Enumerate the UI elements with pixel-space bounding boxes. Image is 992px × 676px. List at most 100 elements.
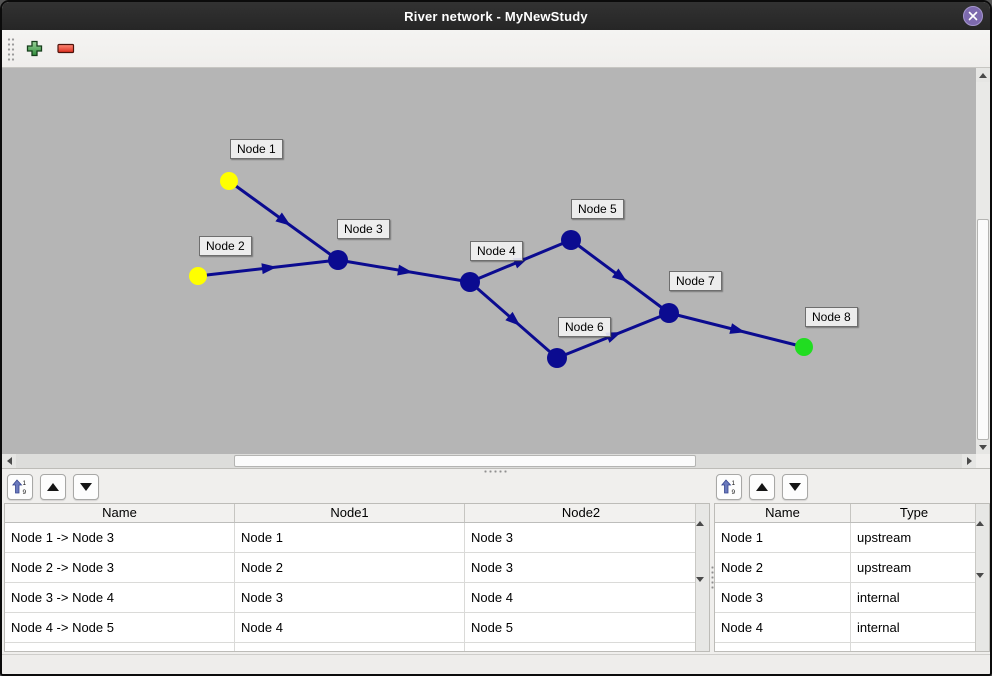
scroll-down-arrow[interactable] bbox=[976, 440, 990, 454]
add-node-button[interactable] bbox=[21, 36, 47, 62]
down-triangle-icon bbox=[80, 483, 92, 491]
reaches-move-down-button[interactable] bbox=[73, 474, 99, 500]
table-cell[interactable]: internal bbox=[851, 613, 977, 643]
column-header-node1[interactable]: Node1 bbox=[235, 504, 465, 522]
vscroll-thumb[interactable] bbox=[977, 219, 989, 440]
nodes-table-header: Name Type bbox=[715, 504, 977, 523]
close-button[interactable] bbox=[963, 6, 983, 26]
table-cell[interactable] bbox=[5, 643, 235, 651]
up-triangle-icon bbox=[47, 483, 59, 491]
scroll-right-arrow[interactable] bbox=[962, 454, 976, 468]
river-node[interactable] bbox=[547, 348, 567, 368]
table-cell[interactable]: upstream bbox=[851, 553, 977, 583]
river-network-svg bbox=[189, 172, 813, 368]
node-label: Node 3 bbox=[337, 219, 390, 239]
river-node[interactable] bbox=[561, 230, 581, 250]
table-cell[interactable]: Node 1 bbox=[235, 523, 465, 553]
river-node[interactable] bbox=[659, 303, 679, 323]
column-header-node2[interactable]: Node2 bbox=[561, 505, 601, 520]
reaches-table-header: Name Node1 Node2 bbox=[5, 504, 697, 523]
window-title: River network - MyNewStudy bbox=[404, 8, 588, 24]
node-label: Node 5 bbox=[571, 199, 624, 219]
edge-arrow-icon bbox=[397, 264, 413, 276]
table-cell[interactable] bbox=[465, 643, 697, 651]
node-label: Node 8 bbox=[805, 307, 858, 327]
sort-ascending-icon: 1 9 bbox=[12, 479, 27, 495]
reaches-sort-button[interactable]: 1 9 bbox=[7, 474, 33, 500]
reaches-move-up-button[interactable] bbox=[40, 474, 66, 500]
scroll-left-arrow[interactable] bbox=[2, 454, 16, 468]
nodes-table-scrollbar[interactable] bbox=[975, 504, 989, 651]
river-node[interactable] bbox=[220, 172, 238, 190]
table-cell[interactable]: internal bbox=[851, 583, 977, 613]
table-cell[interactable]: Node 2 -> Node 3 bbox=[5, 553, 235, 583]
table-cell[interactable]: Node 2 bbox=[235, 553, 465, 583]
scroll-up-arrow[interactable] bbox=[976, 504, 989, 526]
reaches-table-scrollbar[interactable] bbox=[695, 504, 709, 651]
column-header-name[interactable]: Name bbox=[715, 504, 851, 522]
table-cell[interactable]: upstream bbox=[851, 523, 977, 553]
river-node[interactable] bbox=[189, 267, 207, 285]
toolbar-drag-handle[interactable] bbox=[7, 36, 15, 61]
river-node[interactable] bbox=[328, 250, 348, 270]
table-cell[interactable] bbox=[235, 643, 465, 651]
table-scroll-thumb[interactable] bbox=[696, 522, 708, 582]
table-cell[interactable]: Node 2 bbox=[715, 553, 851, 583]
column-header-type[interactable]: Type bbox=[899, 505, 929, 520]
table-cell[interactable]: Node 3 bbox=[465, 553, 697, 583]
scroll-up-arrow[interactable] bbox=[696, 504, 709, 526]
table-cell[interactable]: Node 1 -> Node 3 bbox=[5, 523, 235, 553]
table-row[interactable] bbox=[5, 643, 697, 651]
table-row[interactable] bbox=[715, 643, 977, 651]
table-cell[interactable]: Node 5 bbox=[465, 613, 697, 643]
edge-arrow-icon bbox=[261, 263, 277, 275]
table-cell[interactable]: Node 4 -> Node 5 bbox=[5, 613, 235, 643]
nodes-move-up-button[interactable] bbox=[749, 474, 775, 500]
scroll-down-arrow[interactable] bbox=[976, 573, 989, 596]
scroll-down-arrow[interactable] bbox=[696, 577, 709, 600]
table-cell[interactable]: Node 3 bbox=[235, 583, 465, 613]
tables-toolbar: 1 9 1 9 bbox=[2, 473, 990, 503]
titlebar[interactable]: River network - MyNewStudy bbox=[2, 2, 990, 30]
hscroll-thumb[interactable] bbox=[234, 455, 696, 467]
table-cell[interactable]: Node 1 bbox=[715, 523, 851, 553]
table-cell[interactable]: Node 4 bbox=[715, 613, 851, 643]
river-node[interactable] bbox=[795, 338, 813, 356]
remove-node-button[interactable] bbox=[53, 36, 79, 62]
tables-splitter[interactable] bbox=[710, 503, 714, 652]
main-toolbar bbox=[2, 30, 990, 68]
nodes-sort-button[interactable]: 1 9 bbox=[716, 474, 742, 500]
edge-arrow-icon bbox=[611, 268, 628, 282]
table-cell[interactable] bbox=[715, 643, 851, 651]
table-cell[interactable]: Node 4 bbox=[465, 583, 697, 613]
plus-icon bbox=[26, 40, 42, 57]
svg-text:9: 9 bbox=[23, 489, 27, 495]
canvas-vscrollbar[interactable] bbox=[976, 68, 990, 454]
canvas-hscrollbar[interactable] bbox=[2, 454, 976, 468]
minus-icon bbox=[57, 43, 75, 54]
table-cell[interactable]: Node 3 bbox=[465, 523, 697, 553]
close-icon bbox=[968, 11, 978, 21]
svg-text:1: 1 bbox=[23, 480, 27, 487]
table-cell[interactable] bbox=[851, 643, 977, 651]
table-cell[interactable]: Node 3 -> Node 4 bbox=[5, 583, 235, 613]
scroll-up-arrow[interactable] bbox=[976, 68, 990, 82]
nodes-move-down-button[interactable] bbox=[782, 474, 808, 500]
table-scroll-thumb[interactable] bbox=[976, 522, 988, 578]
river-node[interactable] bbox=[460, 272, 480, 292]
table-cell[interactable]: Node 4 bbox=[235, 613, 465, 643]
column-header-name[interactable]: Name bbox=[5, 504, 235, 522]
horizontal-splitter[interactable] bbox=[2, 468, 990, 473]
table-cell[interactable]: Node 3 bbox=[715, 583, 851, 613]
